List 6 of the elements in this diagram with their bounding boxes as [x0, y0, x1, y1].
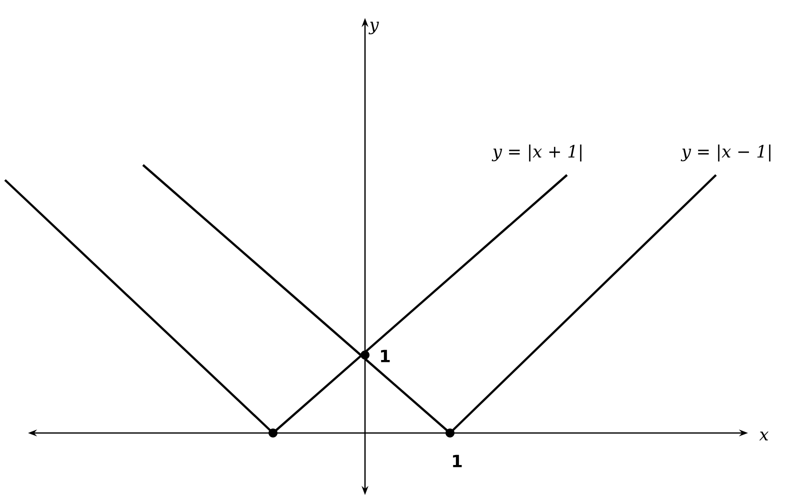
tick-label: 1	[453, 454, 462, 468]
equation-label: y = |x − 1|	[680, 144, 770, 162]
tick-label: 1	[381, 350, 390, 362]
axis-label: x	[759, 432, 769, 440]
axis-label: y	[368, 22, 379, 34]
equation-label: y = |x + 1|	[492, 144, 582, 162]
